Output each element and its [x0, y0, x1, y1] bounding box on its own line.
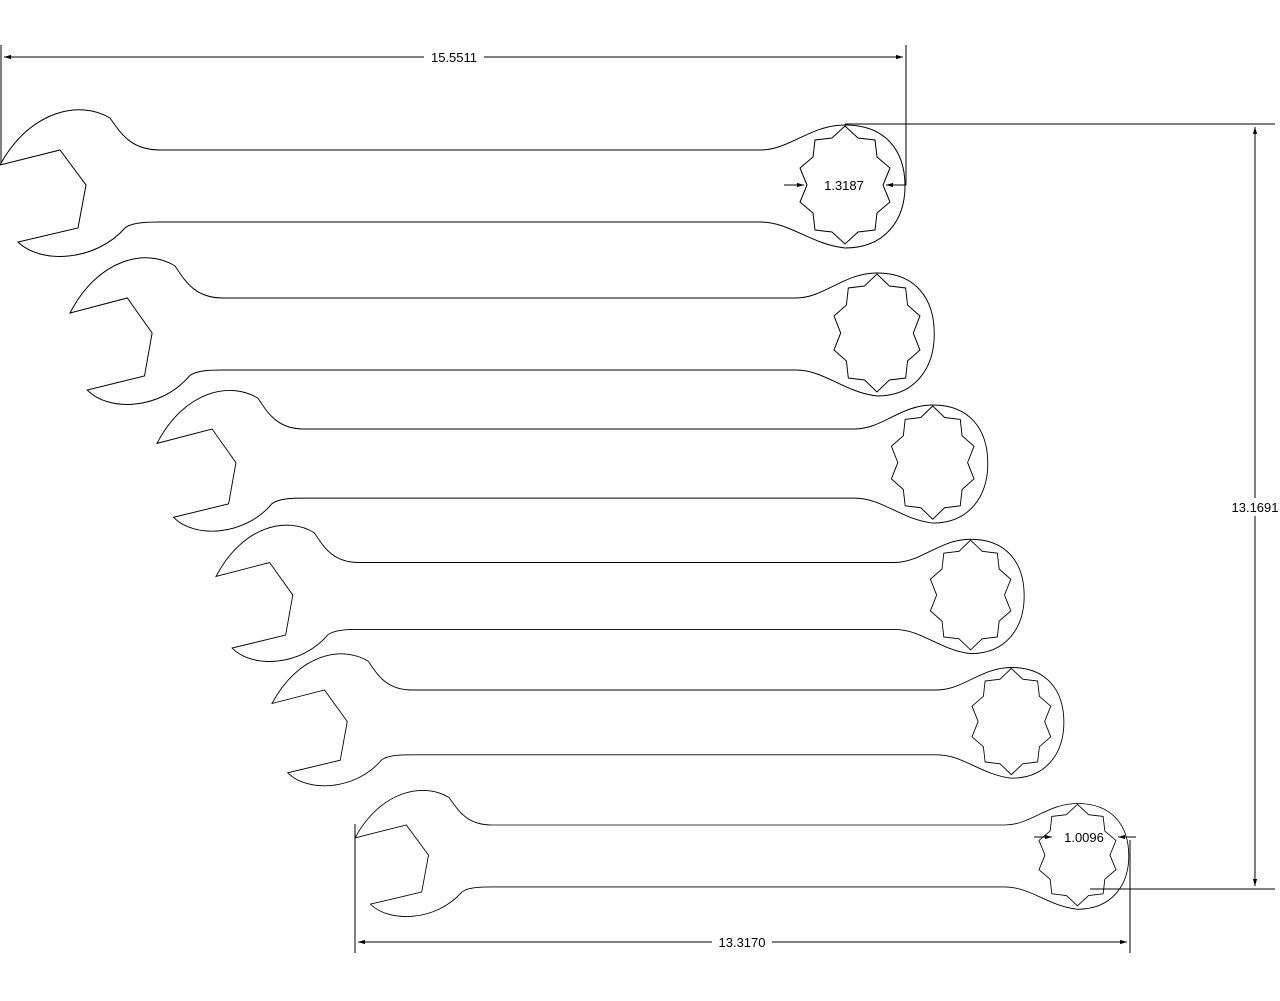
dimension-height: 13.1691: [845, 123, 1280, 890]
dimension-top-length-label: 15.5511: [431, 50, 477, 65]
dimension-top-length: 15.5511: [0, 45, 907, 185]
wrench-2: [69, 257, 935, 405]
dimension-bottom-length-label: 13.3170: [719, 935, 766, 950]
wrench-5: [271, 653, 1065, 787]
dimension-bottom-ring-label: 1.0096: [1064, 830, 1104, 845]
dimension-top-ring: 1.3187: [784, 178, 906, 193]
wrench-3: [156, 389, 989, 532]
wrench-1: [0, 109, 906, 257]
wrench-6: [354, 790, 1130, 917]
dimension-height-label: 13.1691: [1232, 500, 1279, 515]
dimension-bottom-ring: 1.0096: [1034, 830, 1136, 845]
wrench-4: [215, 524, 1025, 662]
dimension-bottom-length: 13.3170: [354, 824, 1131, 953]
dimension-top-ring-label: 1.3187: [824, 178, 864, 193]
